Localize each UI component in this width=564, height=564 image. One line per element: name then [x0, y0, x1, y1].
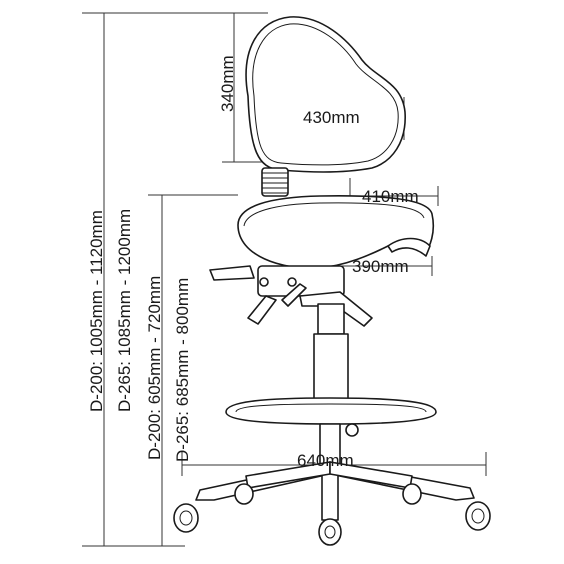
star-base: [195, 423, 475, 521]
total-height-d265-label: D-265: 1085mm - 1200mm: [115, 209, 134, 412]
seat-mechanism: [209, 265, 373, 327]
seat-depth-dimension: [330, 256, 433, 276]
total-height-d200-label: D-200: 1005mm - 1120mm: [87, 210, 106, 412]
base-diameter-label: 640mm: [297, 451, 354, 470]
seat-height-d265-label: D-265: 685mm - 800mm: [173, 278, 192, 462]
seat-height-d200-label: D-200: 605mm - 720mm: [145, 276, 164, 460]
backrest-height-dimension: [222, 12, 268, 163]
backrest-width-label: 430mm: [303, 108, 360, 127]
backrest-height-label: 340mm: [218, 55, 237, 112]
caster-wheels: [173, 483, 491, 546]
foot-ring: [225, 397, 437, 437]
backrest-spring: [261, 167, 289, 197]
seat-width-label: 410mm: [362, 187, 419, 206]
seat-height-dimension: [148, 194, 238, 546]
backrest: [245, 16, 406, 173]
seat-depth-label: 390mm: [352, 257, 409, 276]
